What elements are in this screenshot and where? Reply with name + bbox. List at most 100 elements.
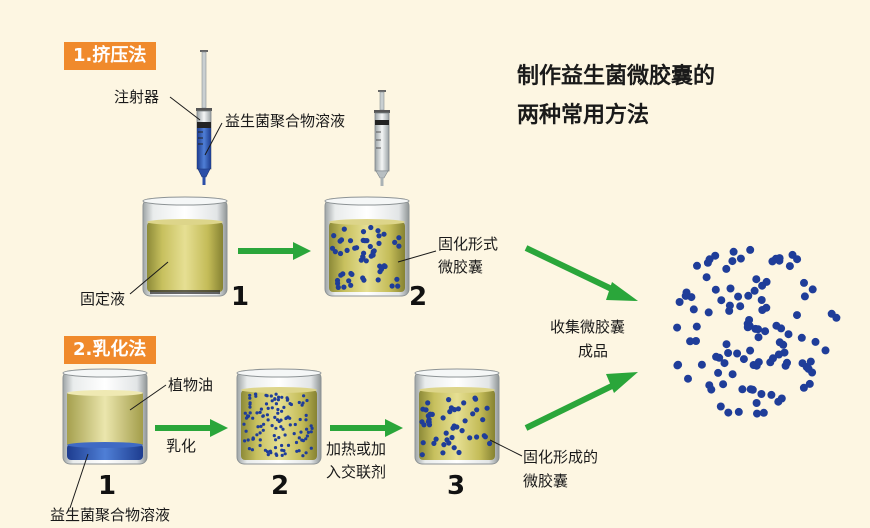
microcapsule xyxy=(673,323,682,332)
bead xyxy=(297,436,301,440)
leader-syringe xyxy=(169,96,201,121)
beaker-capsules-method2 xyxy=(414,368,500,465)
bead xyxy=(480,417,486,423)
microcapsule xyxy=(714,368,723,377)
step-number-method2-1: 1 xyxy=(98,471,117,501)
bead xyxy=(276,411,280,415)
bead xyxy=(261,414,265,418)
bead xyxy=(360,229,367,235)
bead xyxy=(473,396,479,402)
bead xyxy=(263,448,267,452)
bead xyxy=(282,405,286,409)
bead xyxy=(294,440,299,445)
badge-method1: 1.挤压法 xyxy=(64,42,157,70)
bead xyxy=(482,434,488,440)
bead xyxy=(283,452,287,456)
microcapsule xyxy=(692,322,701,331)
bead xyxy=(274,426,278,430)
bead xyxy=(280,409,284,413)
microcapsule xyxy=(712,352,721,361)
microcapsule xyxy=(734,407,743,416)
microcapsule xyxy=(726,284,735,293)
bead xyxy=(447,409,453,415)
bead xyxy=(286,415,290,419)
bead xyxy=(451,445,457,451)
bead xyxy=(269,394,273,398)
microcapsule xyxy=(684,374,692,383)
label-emulsify: 乳化 xyxy=(166,437,197,455)
microcapsule xyxy=(793,311,801,320)
bead xyxy=(243,411,247,415)
bead xyxy=(259,424,263,428)
bead xyxy=(396,243,402,249)
bead xyxy=(272,434,276,438)
bead xyxy=(304,451,308,455)
arrow-method1-step1-to-step2 xyxy=(238,242,311,260)
bead xyxy=(423,407,429,413)
bead xyxy=(277,395,281,399)
bead xyxy=(248,396,252,400)
microcapsule xyxy=(724,349,733,357)
microcapsule xyxy=(821,346,830,355)
bead xyxy=(392,239,398,245)
microcapsule xyxy=(729,247,738,256)
microcapsule xyxy=(753,409,761,418)
leader-fixative xyxy=(129,261,169,295)
microcapsule xyxy=(686,337,695,346)
bead xyxy=(301,439,305,443)
bead xyxy=(394,276,400,282)
bead xyxy=(376,233,382,239)
bead xyxy=(275,453,279,457)
bead xyxy=(274,392,278,396)
bead xyxy=(381,231,387,237)
bead xyxy=(301,454,305,458)
bead xyxy=(459,428,465,434)
bead xyxy=(389,283,395,289)
capsules-method2 xyxy=(419,395,493,458)
bead xyxy=(276,398,280,402)
microcapsule xyxy=(724,408,733,417)
arrow-method1-to-product xyxy=(524,245,638,301)
microcapsule xyxy=(797,333,806,342)
microcapsule xyxy=(736,302,745,311)
capsules-method1 xyxy=(329,224,402,290)
bead xyxy=(299,430,303,434)
bead xyxy=(461,400,467,406)
bead xyxy=(450,425,456,431)
bead xyxy=(456,449,462,456)
microcapsule xyxy=(811,337,820,346)
bead xyxy=(244,429,248,433)
bead xyxy=(276,407,280,412)
microcapsule xyxy=(783,358,791,367)
microcapsule xyxy=(720,359,729,368)
bead xyxy=(279,425,283,429)
microcapsule xyxy=(799,383,808,392)
label-capsules-method2-line2: 微胶囊 xyxy=(523,472,569,490)
bead xyxy=(280,443,284,448)
bead xyxy=(270,424,274,428)
label-fixative: 固定液 xyxy=(80,290,126,308)
bead xyxy=(347,238,354,244)
microcapsule xyxy=(772,321,781,330)
microcapsule-product-cluster xyxy=(673,245,841,418)
bead xyxy=(375,277,381,283)
beaker-capsules-method1 xyxy=(324,196,410,297)
microcapsule xyxy=(675,298,684,306)
bead xyxy=(462,418,468,424)
beaker-fixative xyxy=(142,196,228,297)
bead xyxy=(288,423,292,427)
bead xyxy=(338,237,345,243)
microcapsule xyxy=(733,349,742,358)
bead xyxy=(361,250,367,256)
bead xyxy=(419,452,425,458)
beaker-emulsion xyxy=(236,368,322,465)
step-number-method1-2: 2 xyxy=(409,282,428,312)
bead xyxy=(266,406,270,410)
bead xyxy=(277,419,281,424)
microcapsule xyxy=(728,257,737,266)
bead xyxy=(254,392,258,396)
bead xyxy=(306,430,310,434)
bead xyxy=(270,399,274,403)
bead xyxy=(346,278,352,284)
